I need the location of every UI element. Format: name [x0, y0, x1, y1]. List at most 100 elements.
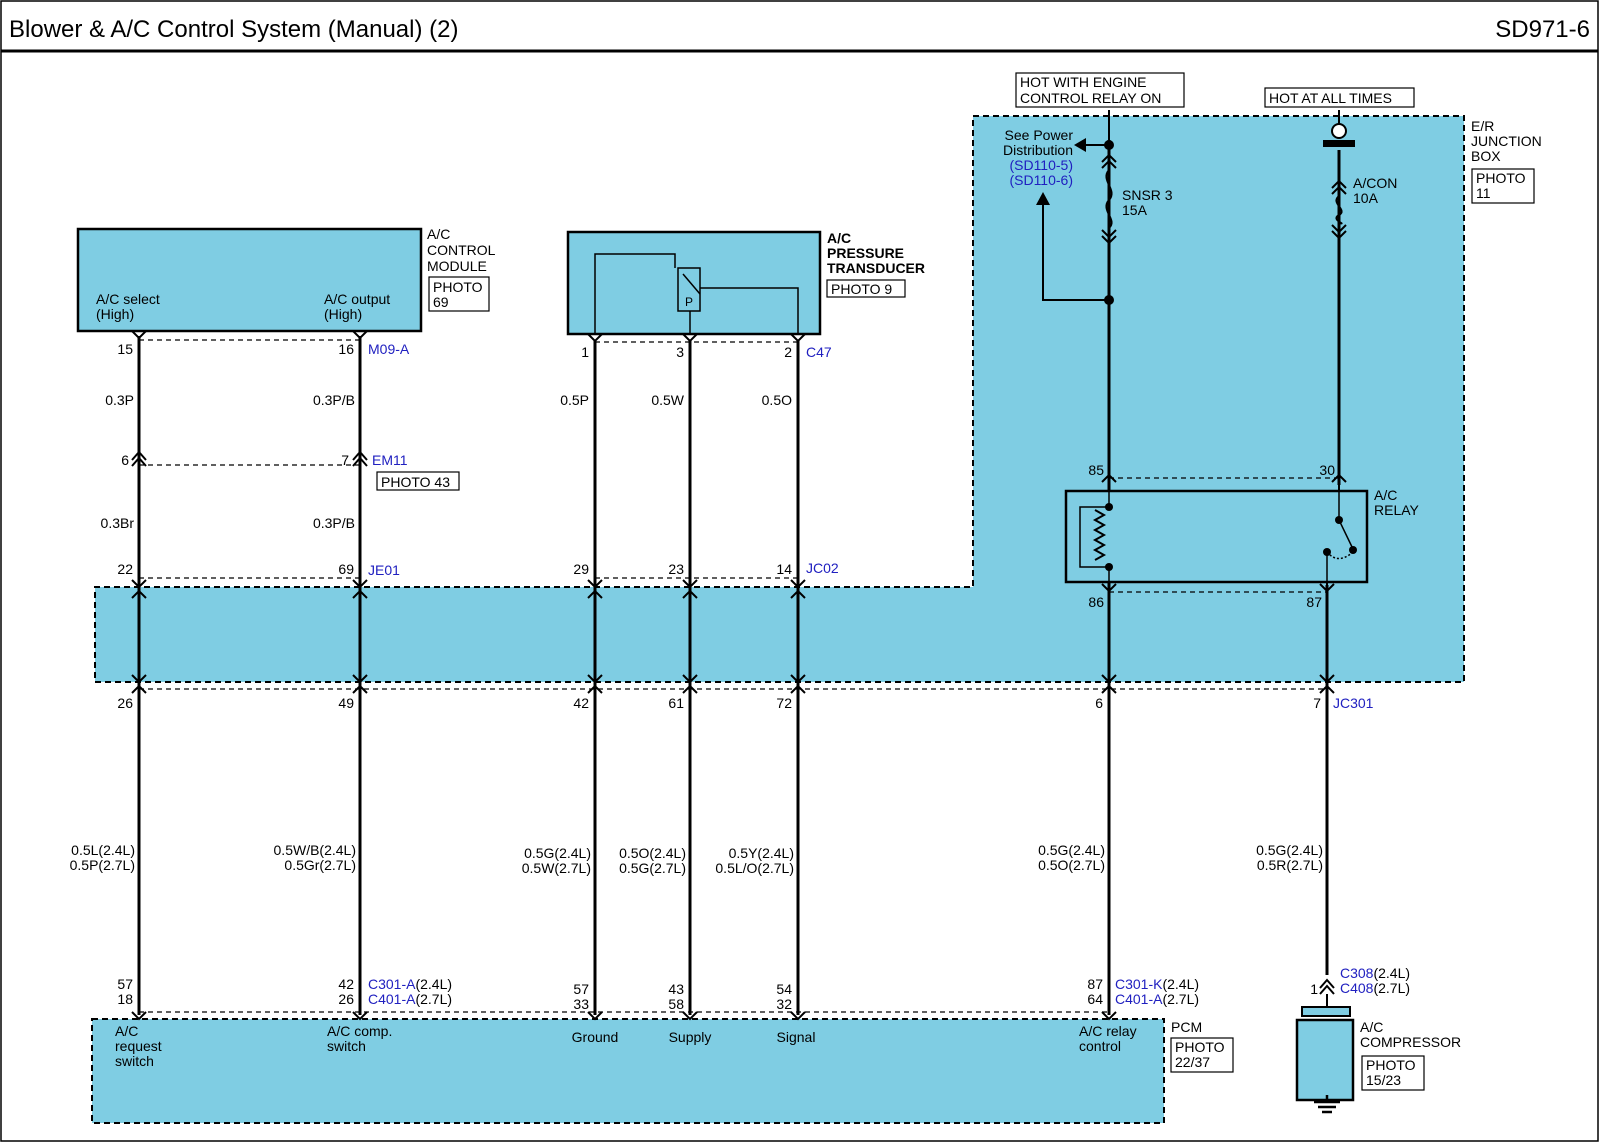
- wire-label: 0.3P/B: [313, 392, 355, 408]
- wire-label: 0.3P: [105, 392, 134, 408]
- pin-number: 2: [784, 344, 792, 360]
- pin-number: 58: [668, 996, 684, 1012]
- pin-number: 26: [338, 991, 354, 1007]
- connector-id: JC02: [806, 560, 839, 576]
- acm-pin-label: A/C output: [324, 291, 390, 307]
- page-title: Blower & A/C Control System (Manual) (2): [9, 16, 458, 43]
- er-box-name: BOX: [1471, 148, 1501, 164]
- connector-label: C301-K(2.4L): [1115, 976, 1199, 992]
- wire-label: 0.5G(2.7L): [619, 860, 686, 876]
- acm-photo: PHOTO: [433, 279, 483, 295]
- hot-engine-label: CONTROL RELAY ON: [1020, 90, 1161, 106]
- hot-always-box: [1264, 87, 1415, 108]
- acm-pin-label: (High): [96, 306, 134, 322]
- connector-id: M09-A: [368, 341, 410, 357]
- hot-always-label: HOT AT ALL TIMES: [1269, 90, 1392, 106]
- pin-number: 7: [1313, 695, 1321, 711]
- pcm-name: PCM: [1171, 1019, 1202, 1035]
- er-photo: PHOTO: [1476, 170, 1526, 186]
- power-dist-up-arrow: [1036, 192, 1050, 205]
- acm-name: A/C: [427, 226, 450, 242]
- pin-number: 54: [776, 981, 792, 997]
- pin-number: 15: [117, 341, 133, 357]
- ac-control-module-box: [76, 227, 423, 333]
- apt-photo-box: [826, 279, 906, 298]
- power-ref-link: (SD110-6): [1009, 172, 1073, 188]
- connector-label: C408(2.7L): [1340, 980, 1410, 996]
- wire-label: 0.5P: [560, 392, 589, 408]
- wire-label: 0.3Br: [101, 515, 135, 531]
- fuse-acon-label: 10A: [1353, 190, 1379, 206]
- pin-number: 42: [573, 695, 589, 711]
- connector-id: C47: [806, 344, 832, 360]
- page-id: SD971-6: [1495, 16, 1590, 43]
- wire-label: 0.5L(2.4L): [71, 842, 135, 858]
- connector-label: C401-A(2.7L): [368, 991, 452, 1007]
- wire-label: 0.5L/O(2.7L): [715, 860, 794, 876]
- pin-number: 26: [117, 695, 133, 711]
- apt-photo: PHOTO 9: [831, 281, 892, 297]
- transducer-internals: [594, 253, 799, 334]
- pin-number: 32: [776, 996, 792, 1012]
- pcm-pin-label: Supply: [669, 1029, 712, 1045]
- wire-label: 0.5Gr(2.7L): [284, 857, 356, 873]
- apt-name: A/C: [827, 230, 851, 246]
- wire-label: 0.5Y(2.4L): [729, 845, 794, 861]
- pin-number: 30: [1319, 462, 1335, 478]
- compressor-name: A/C: [1360, 1019, 1383, 1035]
- acm-pin-label: (High): [324, 306, 362, 322]
- pin-number: 23: [668, 561, 684, 577]
- power-dist-arrow: [1074, 138, 1086, 152]
- compressor-body: [1295, 1018, 1355, 1102]
- pin-16-marker: [352, 330, 368, 340]
- wire-label: 0.5O(2.7L): [1038, 857, 1105, 873]
- connector-id: JE01: [368, 562, 400, 578]
- relay-name: A/C: [1374, 487, 1397, 503]
- pin-number: 6: [1095, 695, 1103, 711]
- wire-label: 0.5O(2.4L): [619, 845, 686, 861]
- pin-number: 72: [776, 695, 792, 711]
- pin-number: 29: [573, 561, 589, 577]
- compressor-clutch-plate: [1301, 1006, 1351, 1017]
- connector-label: C401-A(2.7L): [1115, 991, 1199, 1007]
- pcm-photo: PHOTO: [1175, 1039, 1225, 1055]
- acm-name: MODULE: [427, 258, 487, 274]
- pin-markers: [131, 153, 1347, 1021]
- pin-number: 49: [338, 695, 354, 711]
- er-photo: 11: [1476, 185, 1491, 201]
- hot-engine-label: HOT WITH ENGINE: [1020, 74, 1147, 90]
- wire-label: 0.5W: [651, 392, 684, 408]
- pin-number: 18: [117, 991, 133, 1007]
- wire-label: 0.5P(2.7L): [70, 857, 135, 873]
- acm-photo: 69: [433, 294, 449, 310]
- fuse-acon-element: [1335, 195, 1343, 225]
- pin-number: 87: [1087, 976, 1103, 992]
- pin-number: 57: [573, 981, 589, 997]
- apt-name: PRESSURE: [827, 245, 904, 261]
- connector-id: EM11: [372, 452, 408, 468]
- er-box-name: E/R: [1471, 118, 1494, 134]
- power-ref: See Power: [1005, 127, 1074, 143]
- pcm-pin-label: request: [115, 1038, 162, 1054]
- er-photo-box: [1471, 168, 1535, 204]
- pcm-photo-box: [1170, 1037, 1234, 1073]
- power-ref-link: (SD110-5): [1009, 157, 1073, 173]
- apt-name: TRANSDUCER: [827, 260, 925, 276]
- pcm-pin-label: Ground: [572, 1029, 619, 1045]
- pin-number: 87: [1306, 594, 1322, 610]
- wire-label: 0.5G(2.4L): [1256, 842, 1323, 858]
- pcm-pin-label: A/C relay: [1079, 1023, 1137, 1039]
- pin-number: 69: [338, 561, 354, 577]
- compressor-name: COMPRESSOR: [1360, 1034, 1461, 1050]
- pin-number: 57: [117, 976, 133, 992]
- wire-label: 0.5O: [762, 392, 792, 408]
- fuse-snsr3-label: SNSR 3: [1122, 187, 1173, 203]
- pin-number: 42: [338, 976, 354, 992]
- pin-number: 1: [581, 344, 589, 360]
- fuse-acon-label: A/CON: [1353, 175, 1397, 191]
- pin-number: 22: [117, 561, 133, 577]
- em11-photo: PHOTO 43: [381, 474, 450, 490]
- wire-label: 0.5W/B(2.4L): [274, 842, 356, 858]
